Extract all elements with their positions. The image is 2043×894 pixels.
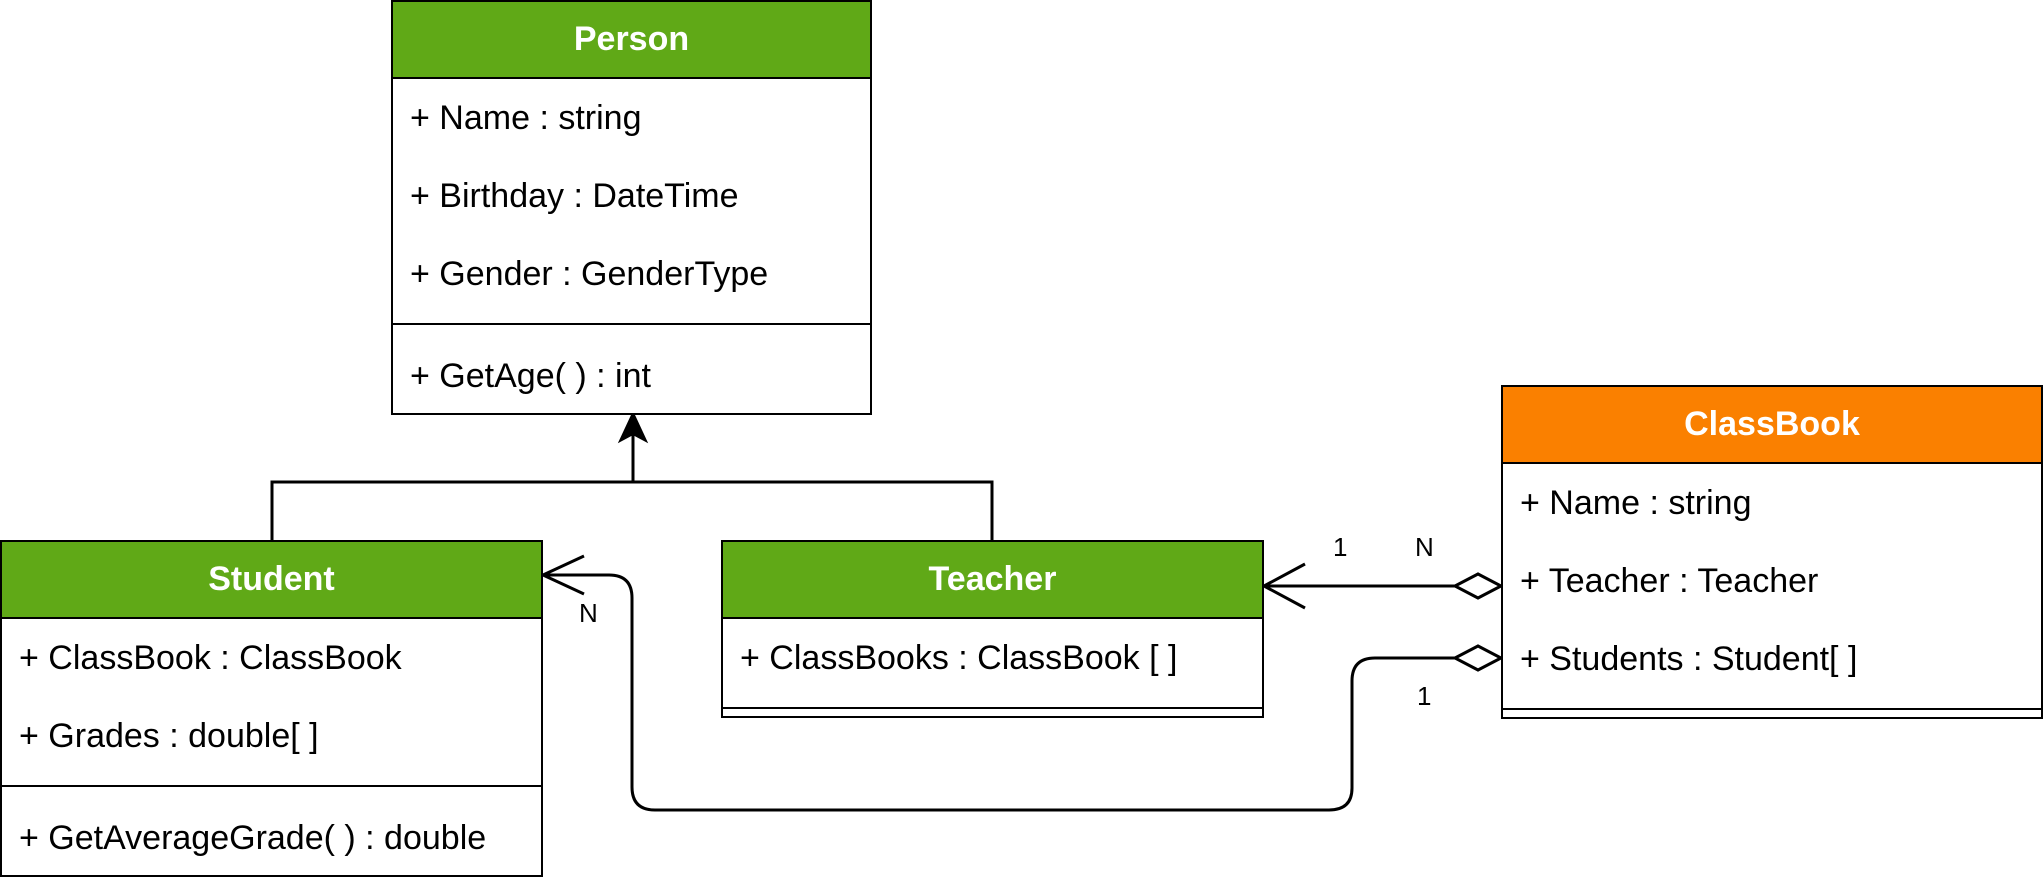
class-person[interactable]: Person + Name : string + Birthday : Date… — [391, 0, 872, 415]
method-row: + GetAverageGrade( ) : double — [19, 819, 487, 857]
class-classbook-methods — [1503, 708, 2041, 717]
generalization-line — [270, 420, 994, 541]
class-student-attributes: + ClassBook : ClassBook + Grades : doubl… — [2, 619, 541, 785]
class-student[interactable]: Student + ClassBook : ClassBook + Grades… — [0, 540, 543, 877]
class-teacher[interactable]: Teacher + ClassBooks : ClassBook [ ] — [721, 540, 1264, 718]
attribute-row: + ClassBooks : ClassBook [ ] — [740, 639, 1178, 677]
class-classbook[interactable]: ClassBook + Name : string + Teacher : Te… — [1501, 385, 2043, 719]
class-student-methods: + GetAverageGrade( ) : double — [2, 785, 541, 875]
class-student-title: Student — [208, 560, 335, 598]
class-teacher-attributes: + ClassBooks : ClassBook [ ] — [723, 619, 1262, 707]
multiplicity-classbook-students-end: 1 — [1417, 681, 1432, 711]
multiplicity-teacher-end: 1 — [1333, 532, 1348, 562]
class-person-methods: + GetAge( ) : int — [393, 323, 870, 413]
attribute-row: + Birthday : DateTime — [410, 177, 739, 215]
class-classbook-attributes: + Name : string + Teacher : Teacher + St… — [1503, 464, 2041, 708]
student-aggregation-diamond — [1451, 644, 1505, 672]
multiplicity-classbook-teacher-end: N — [1415, 532, 1434, 562]
attribute-row: + Grades : double[ ] — [19, 717, 319, 755]
class-teacher-title: Teacher — [928, 560, 1057, 598]
class-person-header: Person — [393, 2, 870, 79]
class-classbook-header: ClassBook — [1503, 387, 2041, 464]
student-open-arrowhead — [539, 554, 585, 596]
attribute-row: + Students : Student[ ] — [1520, 640, 1858, 678]
attribute-row: + ClassBook : ClassBook — [19, 639, 402, 677]
inheritance-arrowhead — [617, 410, 649, 444]
teacher-aggregation-diamond — [1451, 572, 1505, 600]
student-aggregation-line — [543, 573, 1455, 812]
class-student-header: Student — [2, 542, 541, 619]
class-teacher-header: Teacher — [723, 542, 1262, 619]
class-classbook-title: ClassBook — [1684, 405, 1860, 443]
class-teacher-methods — [723, 707, 1262, 716]
class-person-attributes: + Name : string + Birthday : DateTime + … — [393, 79, 870, 323]
attribute-row: + Teacher : Teacher — [1520, 562, 1819, 600]
attribute-row: + Name : string — [1520, 484, 1752, 522]
method-row: + GetAge( ) : int — [410, 357, 651, 395]
teacher-open-arrowhead — [1260, 562, 1306, 610]
multiplicity-student-end: N — [579, 598, 598, 628]
class-person-title: Person — [573, 20, 690, 58]
attribute-row: + Gender : GenderType — [410, 255, 769, 293]
attribute-row: + Name : string — [410, 99, 642, 137]
